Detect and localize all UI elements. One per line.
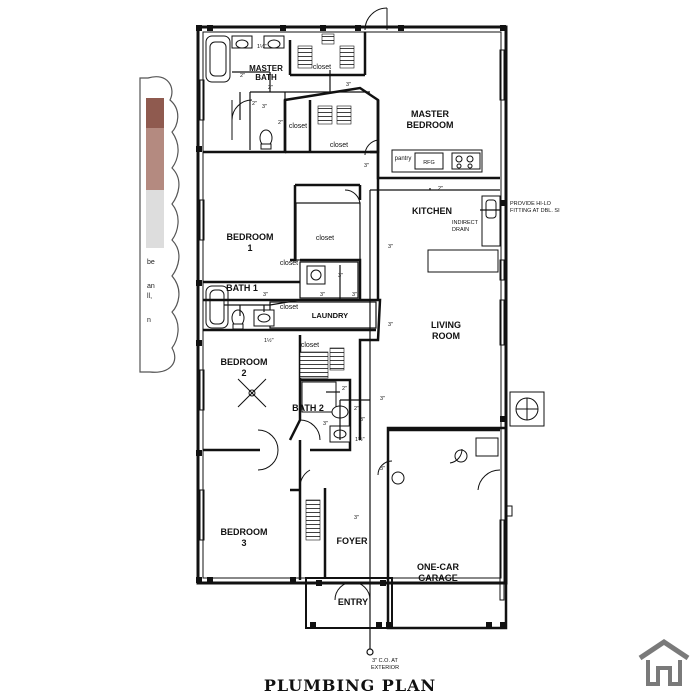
pipe-size: 3": [364, 163, 369, 169]
plan-title: PLUMBING PLAN: [263, 676, 437, 695]
pipe-size: 1½": [257, 43, 267, 50]
door-swings: [231, 7, 501, 601]
pipe-size: 1½": [355, 436, 365, 443]
cropped-text-snippet: be an ll, n: [147, 258, 161, 326]
kitchen-counters: [391, 149, 501, 273]
garage-equipment: [391, 437, 513, 517]
pipe-size: 3": [380, 466, 385, 472]
exterior-walls: [196, 25, 508, 630]
closet-shelving: [297, 33, 355, 541]
pipe-size: 2": [252, 101, 257, 107]
pipe-size-labels: 1½" 2" 2" 2" 3" 3" 2" 3" 3" 3" 3" 3" 3" …: [240, 43, 443, 521]
label-entry: ENTRY: [338, 597, 368, 607]
pipe-size: 3": [338, 273, 343, 279]
house-outline-icon: [638, 638, 690, 686]
label-bath-1: BATH 1: [226, 283, 258, 293]
pipe-size: 1½": [264, 337, 274, 344]
pipe-size: 3": [323, 421, 328, 427]
pipe-size: 3": [380, 396, 385, 402]
label-closet: closet: [316, 235, 334, 242]
label-foyer: FOYER: [336, 536, 368, 546]
snippet-line: ll,: [147, 293, 153, 300]
pipe-size: 2": [342, 386, 347, 392]
ceiling-fan-icon: [237, 378, 267, 408]
pipe-size: 3": [262, 104, 267, 110]
label-closet: closet: [330, 142, 348, 149]
snippet-line: n: [147, 317, 151, 324]
pipe-size: 3": [388, 322, 393, 328]
bathtubs: [205, 35, 337, 413]
pipe-size: 3": [346, 82, 351, 88]
interior-walls: [203, 32, 500, 580]
label-closet: closet: [289, 123, 307, 130]
label-bath-2: BATH 2: [292, 403, 324, 413]
snippet-line: an: [147, 283, 155, 290]
label-laundry: LAUNDRY: [312, 311, 348, 320]
pipe-size: 2": [240, 73, 245, 79]
label-kitchen: KITCHEN: [412, 206, 452, 216]
pipe-size: 2": [268, 85, 273, 91]
label-refrigerator: RFG: [423, 160, 435, 166]
pipe-size: 3": [263, 292, 268, 298]
pipe-size: 2": [278, 120, 283, 126]
closet-labels: closet closet closet closet closet close…: [280, 64, 435, 349]
label-closet: closet: [313, 64, 331, 71]
label-pantry: pantry: [395, 156, 412, 162]
pipe-size: 3": [360, 417, 365, 423]
pipe-size: 3": [354, 515, 359, 521]
pipe-size: 3": [352, 292, 357, 298]
pipe-size: 3": [388, 244, 393, 250]
snippet-line: be: [147, 259, 155, 266]
label-closet: closet: [280, 260, 298, 267]
pipe-size: 2": [438, 186, 443, 192]
windows: [199, 49, 505, 601]
cropped-neighbor-sheet: [139, 76, 180, 373]
drain-lines: [224, 70, 500, 656]
label-closet: closet: [280, 304, 298, 311]
pipe-size: 3": [320, 292, 325, 298]
label-closet: closet: [301, 342, 319, 349]
pipe-size: 2": [354, 406, 359, 412]
wall-posts: [196, 25, 506, 628]
ac-unit-icon: [509, 391, 545, 427]
